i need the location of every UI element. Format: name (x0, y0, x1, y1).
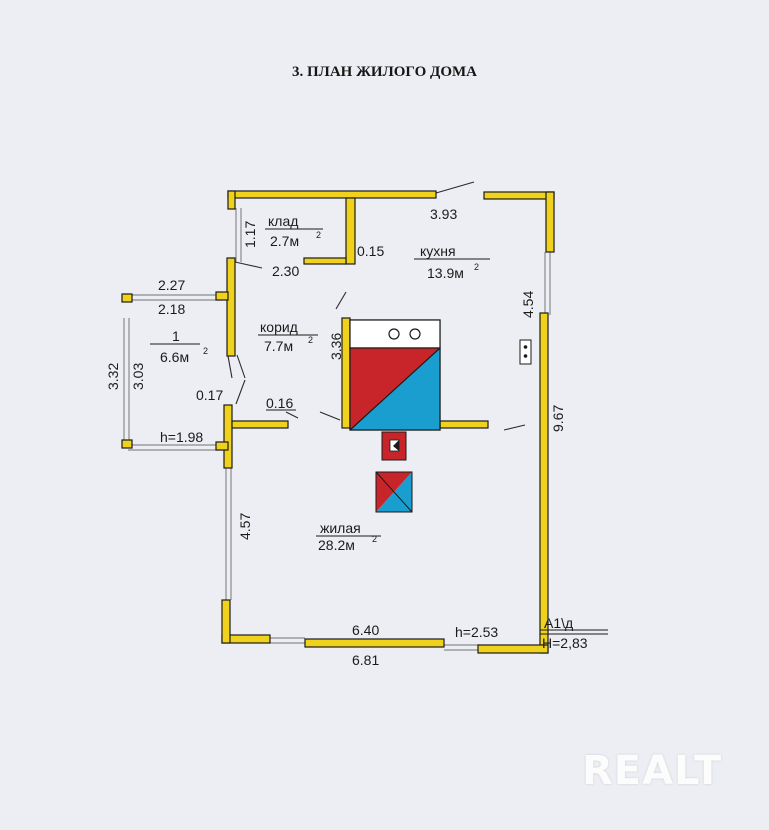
room-living-area: 28.2м (318, 537, 355, 553)
chimney (381, 431, 407, 461)
dim-015: 0.15 (357, 243, 384, 259)
room-corridor-area-sup: 2 (308, 335, 313, 345)
heater (375, 471, 413, 513)
dim-454: 4.54 (520, 291, 536, 318)
watermark-logo: REALT (582, 748, 723, 794)
room-porch-area-sup: 2 (203, 346, 208, 356)
window-lines (123, 208, 551, 651)
plan-title: 3. ПЛАН ЖИЛОГО ДОМА (291, 64, 477, 80)
dim-303: 3.03 (130, 363, 146, 390)
stamp-code: А1\д (544, 615, 573, 631)
room-living-name: жилая (320, 520, 361, 536)
dim-393: 3.93 (430, 206, 457, 222)
room-living-area-sup: 2 (372, 534, 377, 544)
dim-230: 2.30 (272, 263, 299, 279)
room-kitchen-area-sup: 2 (474, 262, 479, 272)
dim-016: 0.16 (266, 395, 293, 411)
room-kitchen-area: 13.9м (427, 265, 464, 281)
dim-336: 3.36 (328, 333, 344, 360)
stove (349, 319, 441, 431)
dim-457: 4.57 (237, 513, 253, 540)
dim-967: 9.67 (550, 405, 566, 432)
walls (121, 190, 555, 654)
door-swings (227, 181, 526, 431)
dim-640: 6.40 (352, 622, 379, 638)
dim-218: 2.18 (158, 301, 185, 317)
dim-332: 3.32 (105, 363, 121, 390)
dim-017: 0.17 (196, 387, 223, 403)
dim-h198: h=1.98 (160, 429, 203, 445)
dim-117: 1.17 (242, 221, 258, 248)
dim-227: 2.27 (158, 277, 185, 293)
stamp-height: Н=2,83 (542, 635, 588, 651)
room-corridor-name: корид (260, 319, 298, 335)
room-kitchen-name: кухня (420, 243, 456, 259)
room-corridor-area: 7.7м (264, 338, 293, 354)
room-klad-name: клад (268, 213, 298, 229)
room-porch-area: 6.6м (160, 349, 189, 365)
room-porch-name: 1 (172, 328, 180, 344)
dim-h253: h=2.53 (455, 624, 498, 640)
label-underlines (150, 228, 608, 635)
room-klad-area: 2.7м (270, 233, 299, 249)
dim-681: 6.81 (352, 652, 379, 668)
room-klad-area-sup: 2 (316, 230, 321, 240)
sink-icon (519, 339, 532, 365)
